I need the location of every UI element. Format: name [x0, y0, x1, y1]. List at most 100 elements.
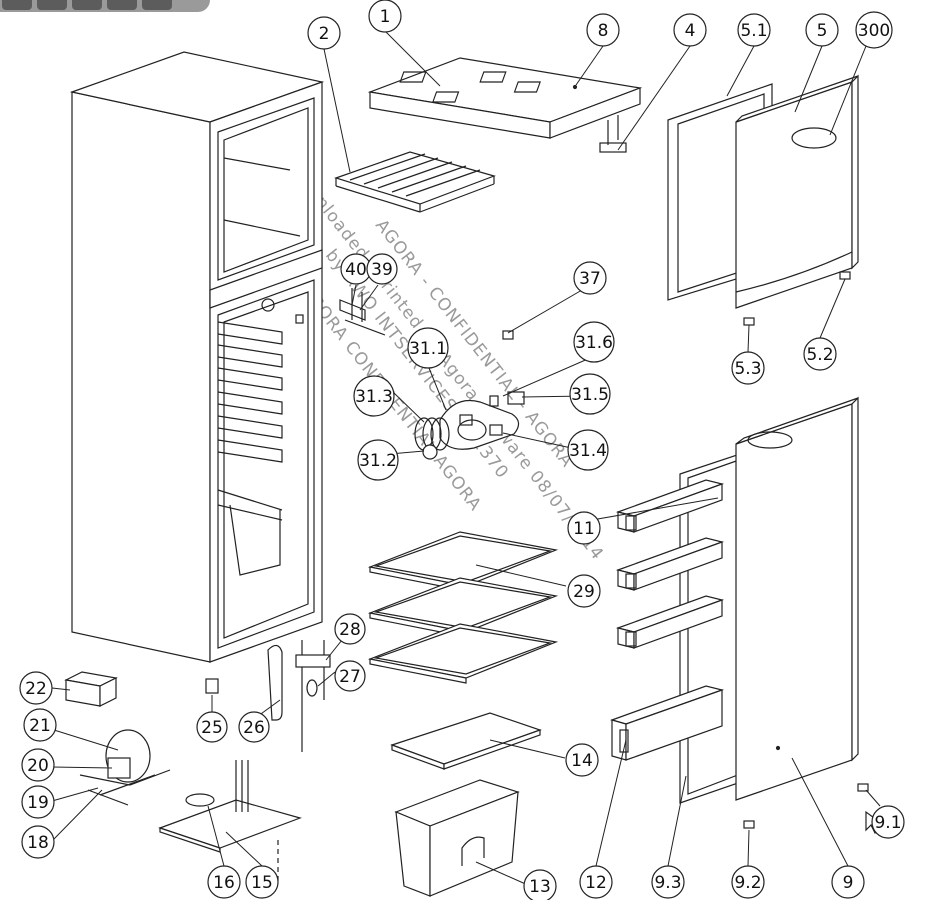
toolbar-button-4[interactable]: [107, 0, 137, 10]
part-22-box: [64, 671, 118, 707]
callout-29: 29: [567, 574, 601, 608]
callout-31-1: 31.1: [407, 327, 449, 369]
callout-4: 4: [673, 13, 707, 47]
svg-text:21: 21: [29, 716, 51, 736]
callout-5-2: 5.2: [803, 337, 837, 371]
callout-12: 12: [579, 865, 613, 899]
svg-text:31.6: 31.6: [575, 333, 613, 353]
callout-11: 11: [567, 511, 601, 545]
toolbar-button-2[interactable]: [37, 0, 67, 10]
hinge-pin-5-2: [839, 271, 851, 280]
door-bins: [610, 479, 725, 761]
svg-text:27: 27: [339, 667, 361, 687]
callout-1: 1: [368, 0, 402, 33]
callout-31-3: 31.3: [353, 375, 395, 417]
svg-text:300: 300: [858, 21, 890, 41]
svg-text:9: 9: [843, 873, 854, 893]
callout-31-4: 31.4: [567, 429, 609, 471]
freezer-door-handle: [791, 127, 837, 149]
svg-text:14: 14: [571, 751, 593, 771]
callout-21: 21: [23, 708, 57, 742]
hinge-pin-5-3: [743, 317, 755, 326]
svg-text:5.3: 5.3: [734, 359, 761, 379]
door-bin-2: [615, 537, 725, 591]
svg-text:31.2: 31.2: [359, 451, 397, 471]
callout-37: 37: [573, 261, 607, 295]
svg-text:15: 15: [251, 873, 273, 893]
door-bin-bottle: [610, 685, 725, 761]
probe-26: [267, 644, 283, 721]
svg-text:1: 1: [380, 7, 391, 27]
callout-31-5: 31.5: [569, 373, 611, 415]
callout-20: 20: [21, 748, 55, 782]
callout-25: 25: [196, 711, 228, 743]
viewer-toolbar: [0, 0, 210, 12]
svg-text:37: 37: [579, 269, 601, 289]
svg-text:31.5: 31.5: [571, 385, 609, 405]
toolbar-button-1[interactable]: [2, 0, 32, 10]
svg-text:22: 22: [25, 679, 47, 699]
svg-text:12: 12: [585, 873, 607, 893]
svg-text:13: 13: [529, 877, 551, 897]
callout-5-3: 5.3: [731, 351, 765, 385]
callout-14: 14: [565, 743, 599, 777]
svg-text:5.2: 5.2: [806, 345, 833, 365]
crisper-drawer: [394, 779, 520, 897]
svg-text:25: 25: [201, 718, 223, 738]
hinge-pin-9-2: [743, 820, 755, 829]
top-hinge: [599, 115, 627, 153]
callout-300: 300: [855, 11, 893, 49]
callout-18: 18: [21, 825, 55, 859]
thermostat-27-28: [295, 640, 331, 752]
svg-text:28: 28: [339, 620, 361, 640]
cabinet-inner-ridges: [217, 321, 283, 576]
hinge-pin-9-1: [857, 783, 869, 792]
svg-text:29: 29: [573, 582, 595, 602]
fridge-door-handle: [747, 431, 793, 449]
callout-28: 28: [334, 613, 366, 645]
svg-text:31.4: 31.4: [569, 441, 607, 461]
compressor-group: [79, 729, 171, 806]
callout-22: 22: [19, 671, 53, 705]
part-25: [205, 678, 219, 694]
toolbar-button-3[interactable]: [72, 0, 102, 10]
callout-31-6: 31.6: [573, 321, 615, 363]
toolbar-button-5[interactable]: [142, 0, 172, 10]
top-cover: [367, 57, 643, 139]
callout-15: 15: [245, 865, 279, 899]
svg-text:2: 2: [319, 24, 330, 44]
callout-13: 13: [523, 869, 557, 900]
cabinet: [69, 51, 325, 663]
callout-9-3: 9.3: [651, 865, 685, 899]
svg-text:31.1: 31.1: [409, 339, 447, 359]
freezer-wire-shelf: [334, 151, 496, 213]
watermark: Downloaded / printed on Agora software 0…: [286, 161, 607, 565]
svg-text:9.3: 9.3: [654, 873, 681, 893]
svg-text:26: 26: [243, 718, 265, 738]
svg-text:31.3: 31.3: [355, 387, 393, 407]
callout-26: 26: [238, 711, 270, 743]
svg-text:18: 18: [27, 833, 49, 853]
svg-text:9.2: 9.2: [734, 873, 761, 893]
part-37: [502, 330, 514, 340]
glass-shelves: [367, 531, 559, 684]
freezer-door: [735, 74, 859, 309]
callout-39: 39: [366, 253, 398, 285]
callout-27: 27: [334, 660, 366, 692]
svg-text:16: 16: [213, 873, 235, 893]
crisper-cover: [390, 712, 542, 770]
svg-text:11: 11: [573, 519, 595, 539]
svg-text:5: 5: [817, 21, 828, 41]
door-bin-1: [615, 479, 725, 533]
callout-9: 9: [831, 865, 865, 899]
svg-text:20: 20: [27, 756, 49, 776]
base-plate: [158, 760, 302, 885]
callout-5: 5: [805, 13, 839, 47]
callout-9-2: 9.2: [731, 865, 765, 899]
svg-text:40: 40: [345, 260, 367, 280]
thermostat-lamp-assembly: [414, 391, 525, 460]
svg-text:8: 8: [598, 21, 609, 41]
door-bin-3: [615, 595, 725, 649]
svg-text:4: 4: [685, 21, 696, 41]
svg-text:19: 19: [27, 793, 49, 813]
